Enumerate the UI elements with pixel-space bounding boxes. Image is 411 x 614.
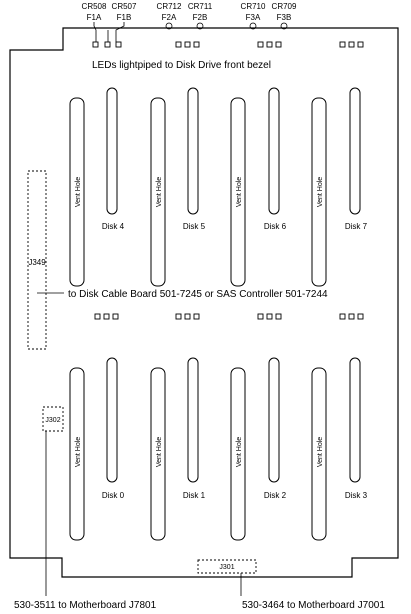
led-square xyxy=(357,41,364,48)
vent-holes-bottom xyxy=(69,367,327,541)
led-labels: CR508 F1A CR507 F1B CR712 F2A CR711 F2B … xyxy=(82,2,297,22)
vent-label: Vent Hole xyxy=(75,437,82,467)
led-square xyxy=(175,41,182,48)
cable-board-note: to Disk Cable Board 501-7245 or SAS Cont… xyxy=(68,289,328,300)
motherboard-note-right: 530-3464 to Motherboard J7001 xyxy=(242,600,385,611)
led-marker xyxy=(249,22,257,30)
j302-label: J302 xyxy=(45,417,60,424)
disk-labels-top: Disk 4 Disk 5 Disk 6 Disk 7 xyxy=(102,222,368,231)
j349-connector xyxy=(27,170,47,350)
led-f-label: F2A xyxy=(162,13,177,22)
led-leader-line xyxy=(93,22,97,42)
vent-hole xyxy=(69,97,85,287)
disk-label: Disk 2 xyxy=(264,491,287,500)
disk-slot xyxy=(187,87,199,215)
led-group-middle xyxy=(94,313,364,320)
led-square xyxy=(103,313,110,320)
led-square xyxy=(92,41,99,48)
led-group-top xyxy=(92,41,364,48)
disk-slot xyxy=(106,357,118,483)
led-f-label: F3A xyxy=(246,13,261,22)
led-square xyxy=(94,313,101,320)
j349-label: J349 xyxy=(28,258,46,267)
vent-label: Vent Hole xyxy=(317,177,324,207)
disk-slots-top xyxy=(106,87,361,215)
vent-hole xyxy=(230,97,246,287)
vent-hole xyxy=(311,97,327,287)
led-square xyxy=(257,313,264,320)
disk-label: Disk 3 xyxy=(345,491,368,500)
disk-slots-bottom xyxy=(106,357,361,483)
board-outline xyxy=(9,27,399,578)
vent-label: Vent Hole xyxy=(317,437,324,467)
vent-label: Vent Hole xyxy=(75,177,82,207)
j301-connector xyxy=(197,559,257,574)
led-f-label: F3B xyxy=(277,13,292,22)
led-cr-label: CR712 xyxy=(157,2,182,11)
led-square xyxy=(193,41,200,48)
vent-hole xyxy=(69,367,85,541)
disk-label: Disk 4 xyxy=(102,222,125,231)
led-marker xyxy=(165,22,173,30)
led-square xyxy=(275,41,282,48)
vent-label: Vent Hole xyxy=(236,437,243,467)
led-square xyxy=(348,41,355,48)
vent-holes-top xyxy=(69,97,327,287)
motherboard-note-left: 530-3511 to Motherboard J7801 xyxy=(14,600,157,611)
disk-slot xyxy=(106,87,118,215)
led-square xyxy=(193,313,200,320)
led-cr-label: CR711 xyxy=(188,2,213,11)
disk-slot xyxy=(349,357,361,483)
vent-hole xyxy=(150,367,166,541)
led-f-label: F1B xyxy=(117,13,132,22)
led-cr-label: CR507 xyxy=(112,2,137,11)
disk-slot xyxy=(268,87,280,215)
led-square xyxy=(275,313,282,320)
disk-slot xyxy=(268,357,280,483)
disk-label: Disk 7 xyxy=(345,222,368,231)
disk-labels-bottom: Disk 0 Disk 1 Disk 2 Disk 3 xyxy=(102,491,368,500)
j301-label: J301 xyxy=(219,564,234,571)
vent-hole xyxy=(230,367,246,541)
led-square xyxy=(266,313,273,320)
vent-label: Vent Hole xyxy=(236,177,243,207)
led-note: LEDs lightpiped to Disk Drive front beze… xyxy=(92,60,271,71)
led-leader-lines xyxy=(93,22,288,42)
led-square xyxy=(266,41,273,48)
led-square xyxy=(184,313,191,320)
disk-label: Disk 5 xyxy=(183,222,206,231)
led-square xyxy=(184,41,191,48)
led-cr-label: CR710 xyxy=(241,2,266,11)
led-square xyxy=(339,41,346,48)
vent-label: Vent Hole xyxy=(156,177,163,207)
j302-connector xyxy=(42,406,64,432)
disk-slot xyxy=(187,357,199,483)
led-marker xyxy=(196,22,204,30)
disk-label: Disk 1 xyxy=(183,491,206,500)
led-square xyxy=(112,313,119,320)
vent-labels-bottom: Vent Hole Vent Hole Vent Hole Vent Hole xyxy=(75,437,324,467)
led-cr-label: CR709 xyxy=(272,2,297,11)
disk-label: Disk 0 xyxy=(102,491,125,500)
led-square xyxy=(357,313,364,320)
vent-labels-top: Vent Hole Vent Hole Vent Hole Vent Hole xyxy=(75,177,324,207)
led-square xyxy=(339,313,346,320)
led-f-label: F2B xyxy=(193,13,208,22)
led-marker xyxy=(280,22,288,30)
led-cr-label: CR508 xyxy=(82,2,107,11)
vent-label: Vent Hole xyxy=(156,437,163,467)
led-square xyxy=(348,313,355,320)
led-f-label: F1A xyxy=(87,13,102,22)
vent-hole xyxy=(311,367,327,541)
disk-label: Disk 6 xyxy=(264,222,287,231)
led-leader-line xyxy=(115,22,125,42)
led-square xyxy=(115,41,122,48)
led-square xyxy=(104,41,111,48)
led-square xyxy=(175,313,182,320)
vent-hole xyxy=(150,97,166,287)
disk-slot xyxy=(349,87,361,215)
led-square xyxy=(257,41,264,48)
